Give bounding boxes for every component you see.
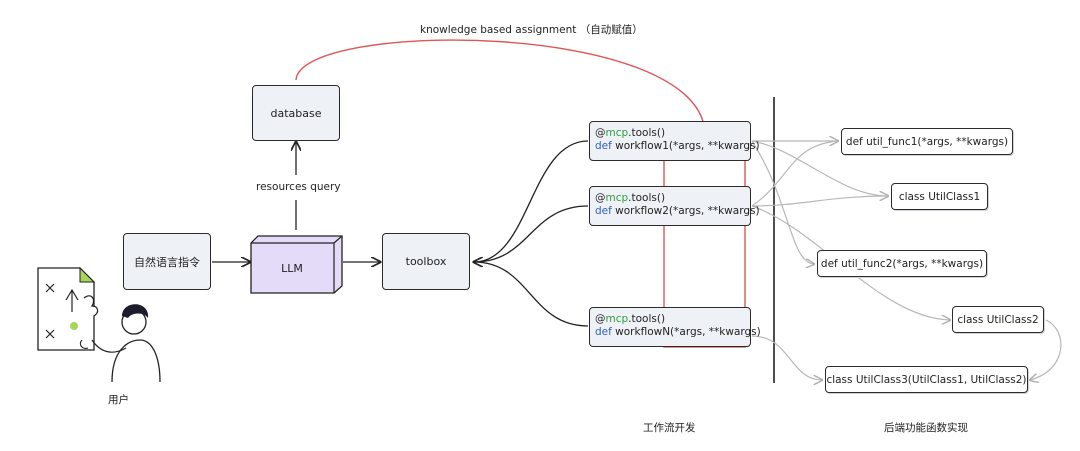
decorator-at: @: [595, 313, 606, 325]
def-keyword: def: [595, 326, 612, 338]
curve-toolbox-workflowN: [474, 262, 589, 327]
workflow-signature: workflow1(*args, **kwargs): [611, 140, 760, 152]
util-func1-node: def util_func1(*args, **kwargs): [841, 128, 1013, 155]
llm-cube-icon: [250, 235, 343, 294]
decorator-module: mcp: [605, 313, 629, 325]
util-class2-node: class UtilClass2: [952, 306, 1044, 333]
util-class1-node: class UtilClass1: [891, 183, 988, 210]
database-node: database: [252, 85, 340, 141]
resources-query-label: resources query: [256, 181, 341, 193]
decorator-module: mcp: [605, 192, 629, 204]
curve-toolbox-workflow1: [473, 140, 589, 263]
workflow-n-box: @mcp.tools() def workflowN(*args, **kwar…: [589, 307, 761, 347]
decorator-at: @: [595, 127, 606, 139]
knowledge-assignment-curve: [295, 39, 705, 133]
decorator-module: mcp: [605, 127, 629, 139]
curve-toolbox-workflow2: [473, 205, 589, 263]
def-keyword: def: [595, 205, 612, 217]
knowledge-assignment-label: knowledge based assignment （自动赋值）: [420, 24, 643, 36]
workflow-1-box: @mcp.tools() def workflow1(*args, **kwar…: [589, 121, 760, 161]
workflow-2-box: @mcp.tools() def workflow2(*args, **kwar…: [589, 186, 760, 226]
workflow-signature: workflow2(*args, **kwargs): [611, 205, 760, 217]
util-class3-node: class UtilClass3(UtilClass1, UtilClass2): [825, 366, 1028, 393]
decorator-call: .tools(): [628, 127, 666, 139]
user-illustration: [37, 266, 161, 383]
backend-section-label: 后端功能函数实现: [884, 422, 968, 434]
decorator-call: .tools(): [628, 313, 666, 325]
decorator-at: @: [595, 192, 606, 204]
instruction-node: 自然语言指令: [123, 233, 211, 290]
llm-node: LLM: [250, 230, 344, 294]
user-label: 用户: [108, 394, 129, 406]
workflow-signature: workflowN(*args, **kwargs): [611, 326, 761, 338]
llm-label: LLM: [281, 261, 303, 275]
toolbox-node: toolbox: [382, 233, 470, 290]
util-func2-node: def util_func2(*args, **kwargs): [817, 250, 987, 277]
workflow-section-label: 工作流开发: [643, 422, 696, 434]
def-keyword: def: [595, 140, 612, 152]
decorator-call: .tools(): [628, 192, 666, 204]
